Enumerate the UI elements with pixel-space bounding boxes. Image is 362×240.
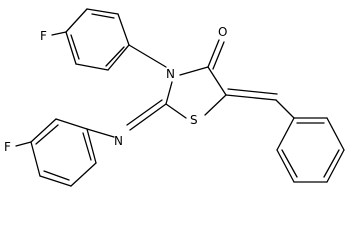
bond-carbonyl-1 [207, 39, 220, 68]
bond-exocyclic-alkene-1 [225, 94, 277, 101]
fluorine-atom-bottom: F [4, 140, 11, 154]
bond-imine-1 [129, 103, 167, 131]
nitrogen-atom-imine: N [114, 134, 123, 148]
bottom-fluorophenyl-ring [30, 118, 97, 187]
bond-imine-2 [126, 99, 163, 126]
top-fluorophenyl-ring [65, 8, 130, 71]
bond-methine-phenyl [275, 99, 295, 119]
sulfur-atom-ring: S [190, 113, 198, 127]
bond-imine-aryl [86, 128, 115, 138]
thiazolidinone-ring [165, 66, 227, 119]
oxygen-atom-carbonyl: O [218, 25, 227, 39]
fluorine-atom-top: F [40, 29, 47, 43]
bond-ring-fluorine-bottom [15, 141, 32, 147]
phenyl-ring [276, 117, 345, 183]
bond-aryl-nitrogen [128, 44, 167, 68]
bond-exocyclic-alkene-2 [227, 88, 278, 95]
bond-ring-fluorine-top [51, 31, 67, 36]
structure-canvas: F N O S N F [4, 8, 345, 187]
chemical-structure-drawing: F N O S N F [4, 8, 345, 187]
bond-carbonyl-2 [212, 41, 225, 70]
nitrogen-atom-ring: N [166, 67, 175, 81]
